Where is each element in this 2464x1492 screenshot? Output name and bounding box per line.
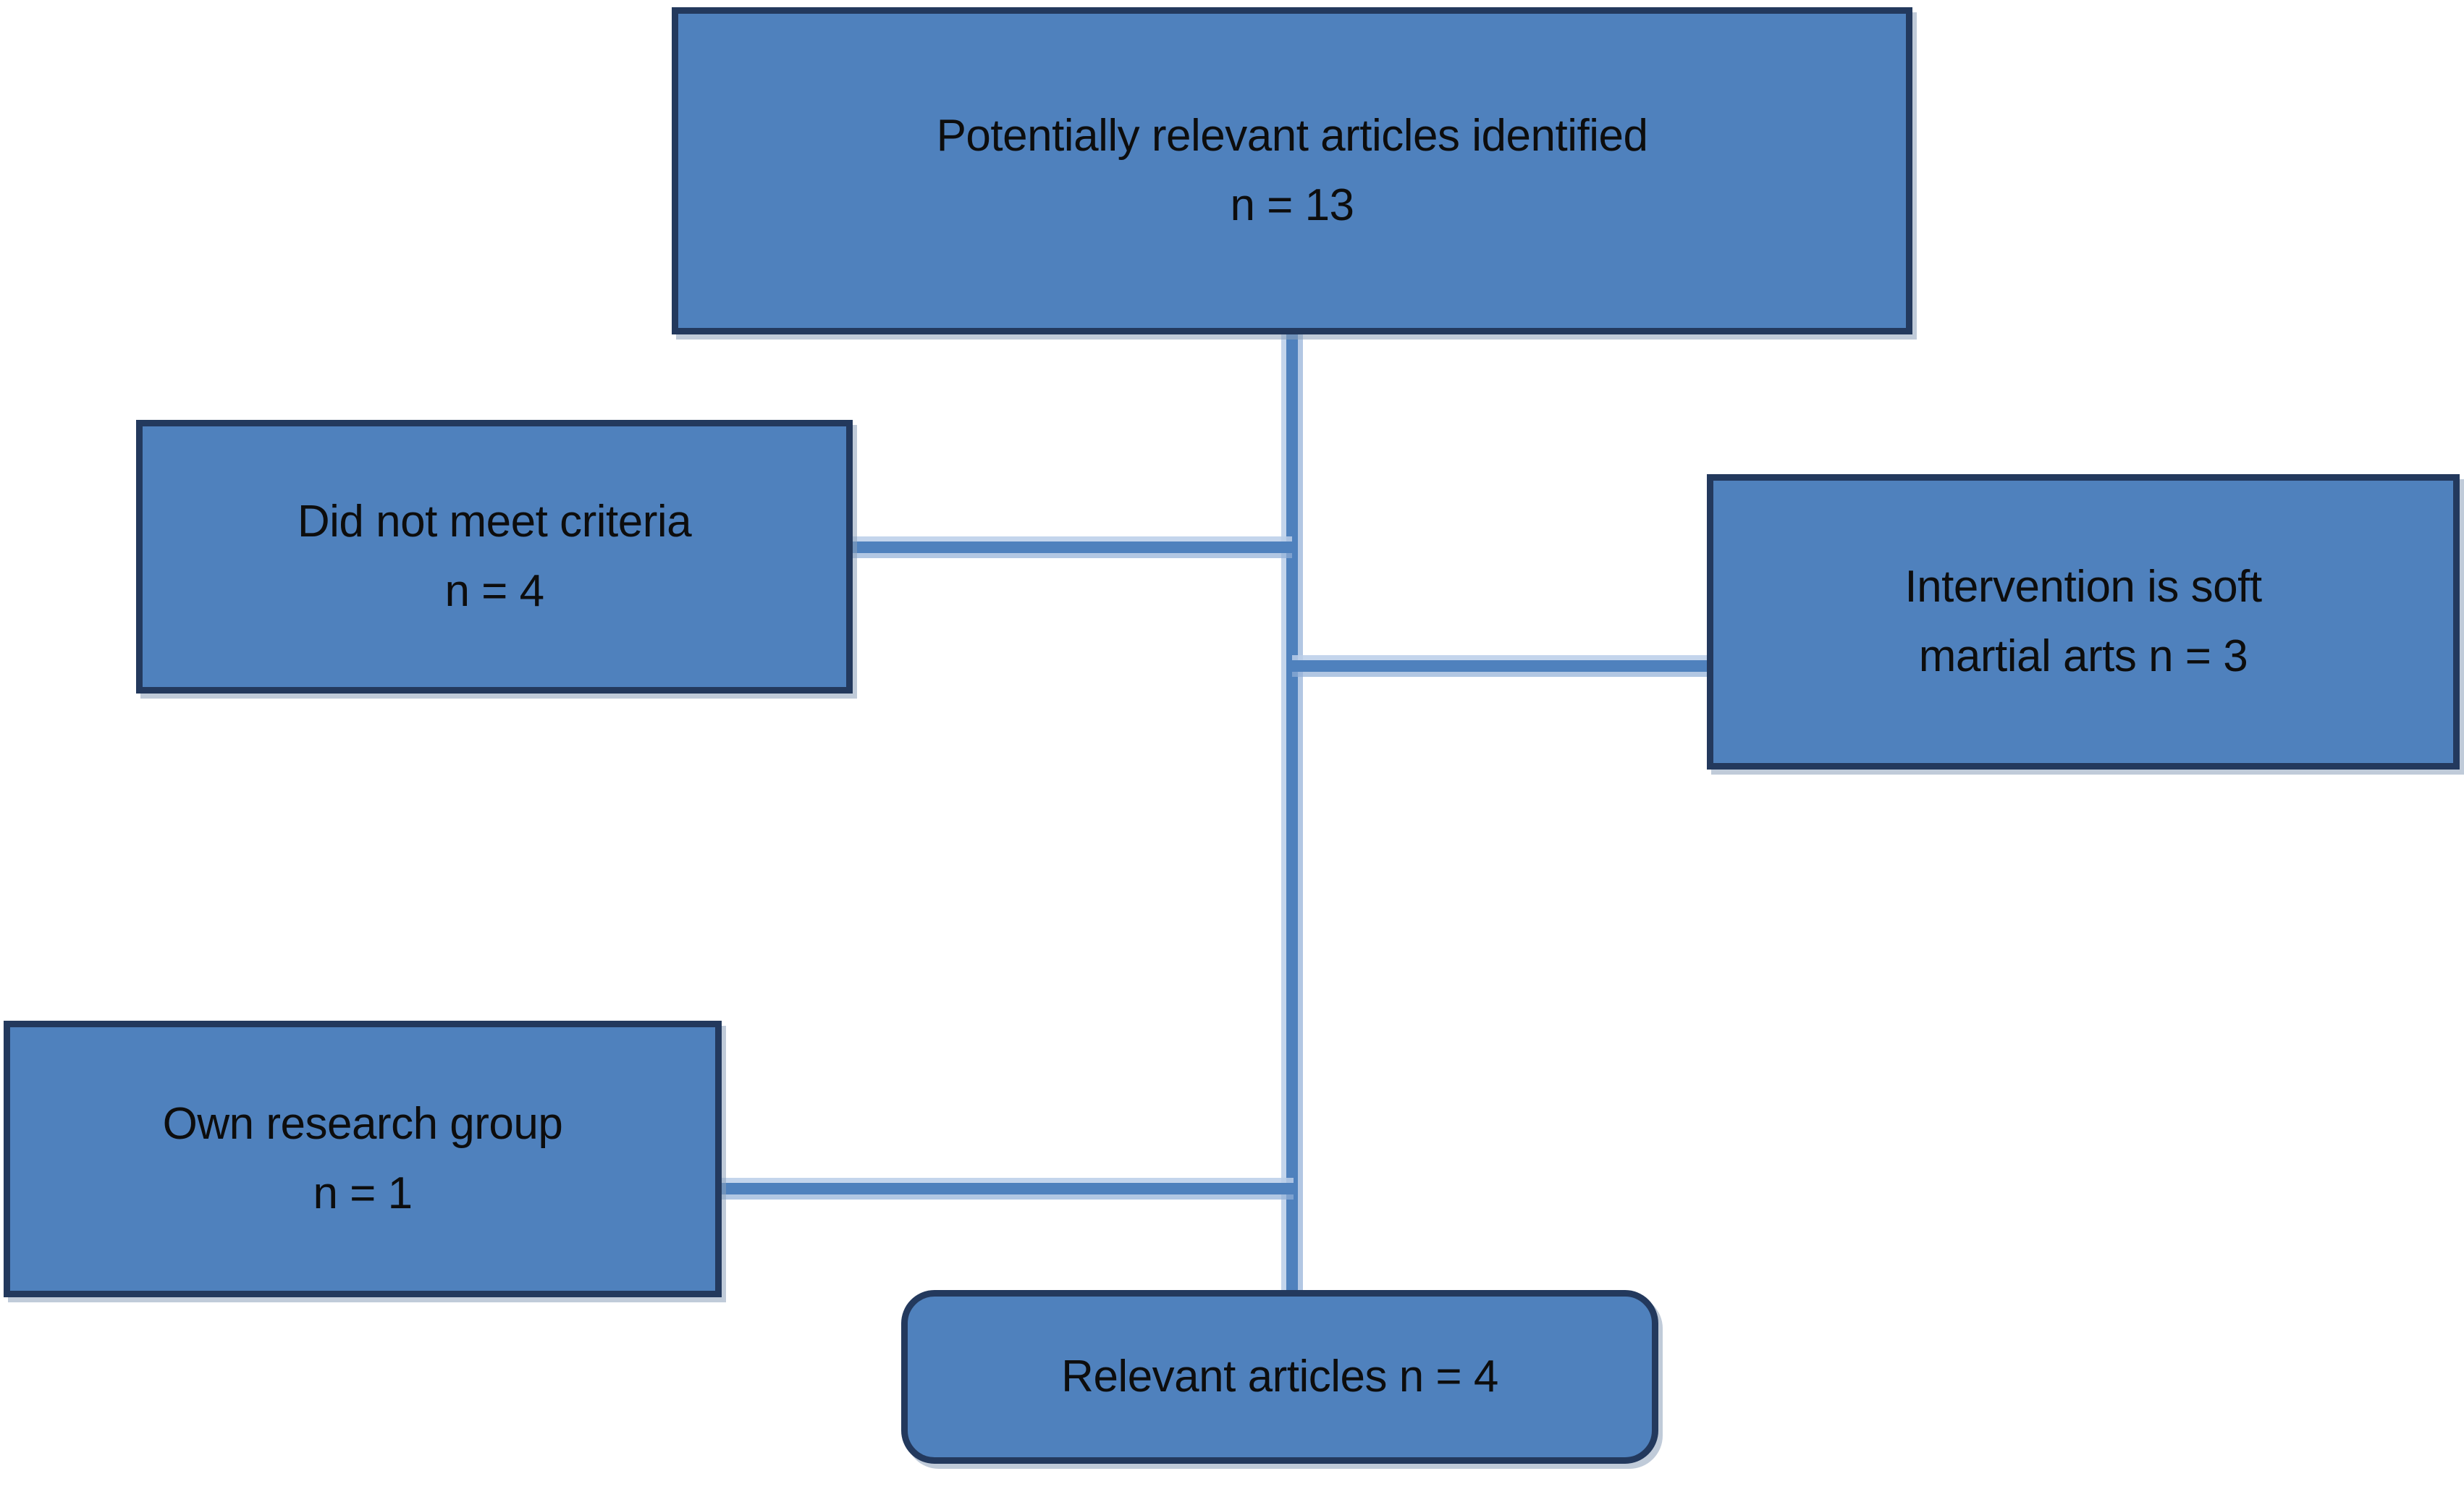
node-line-count: n = 1: [313, 1168, 413, 1218]
node-line-primary: Potentially relevant articles identified: [936, 110, 1648, 161]
connector-to-own-research-group: [719, 1183, 1294, 1194]
node-line-count: martial arts n = 3: [1918, 631, 2248, 681]
node-potentially-relevant-articles-identified: Potentially relevant articles identified…: [672, 7, 1912, 334]
connector-vertical-spine: [1286, 334, 1298, 1297]
connector-to-soft-martial-arts: [1292, 660, 1708, 672]
node-line-count: n = 13: [1230, 180, 1354, 230]
node-did-not-meet-criteria: Did not meet criteria n = 4: [136, 420, 853, 694]
node-line-primary: Own research group: [162, 1098, 563, 1149]
node-line-count: n = 4: [444, 566, 544, 616]
node-line-primary: Relevant articles n = 4: [1061, 1351, 1498, 1402]
node-own-research-group: Own research group n = 1: [4, 1021, 722, 1297]
node-line-primary: Intervention is soft: [1904, 561, 2262, 612]
node-line-primary: Did not meet criteria: [297, 496, 692, 547]
connector-to-did-not-meet-criteria: [851, 541, 1292, 553]
node-intervention-is-soft-martial-arts: Intervention is soft martial arts n = 3: [1707, 474, 2460, 770]
node-relevant-articles: Relevant articles n = 4: [901, 1290, 1658, 1464]
